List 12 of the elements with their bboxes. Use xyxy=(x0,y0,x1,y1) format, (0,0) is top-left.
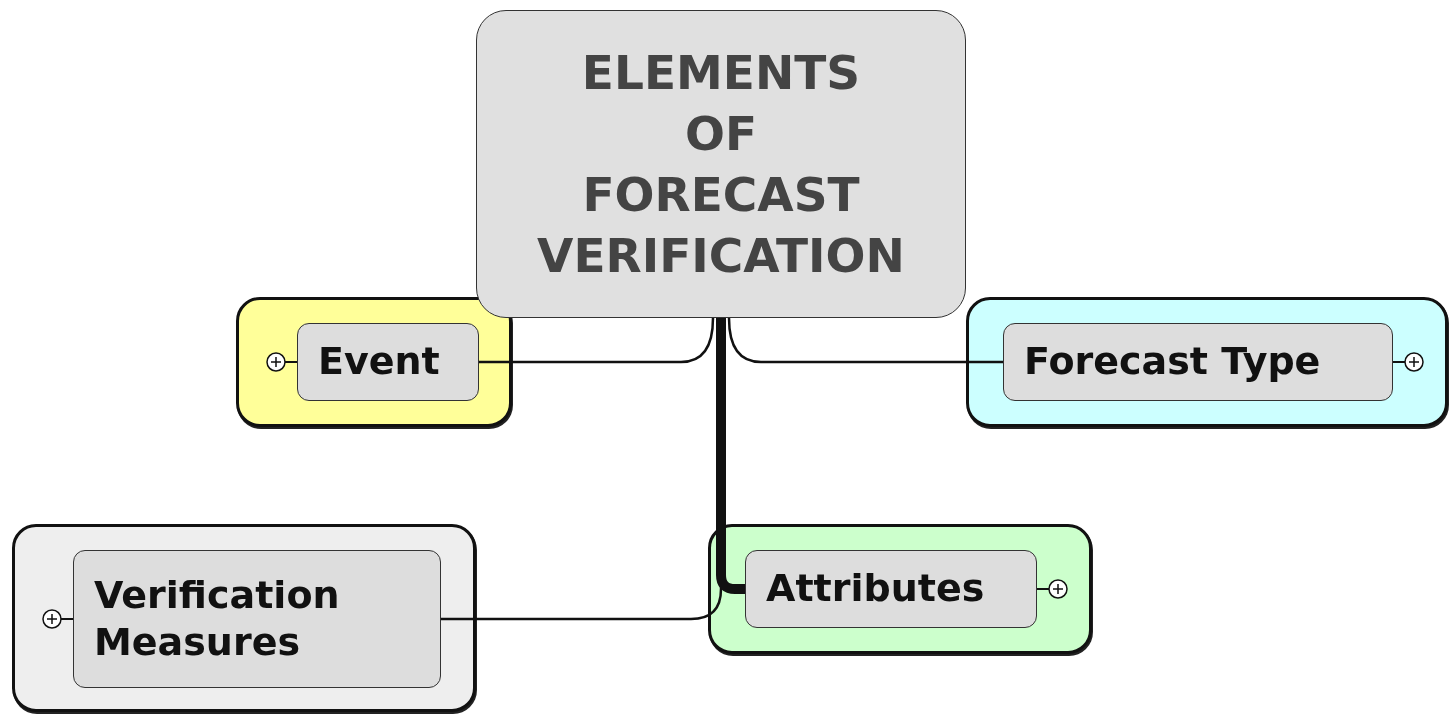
group-frame xyxy=(236,297,512,427)
topic-box: Attributes xyxy=(745,550,1037,628)
connector-line xyxy=(716,318,745,594)
group-frame xyxy=(708,524,1092,654)
central-topic: ELEMENTS OF FORECAST VERIFICATION xyxy=(476,10,966,318)
topic-box: Forecast Type xyxy=(1003,323,1393,401)
group-frame xyxy=(12,524,476,712)
group-frame xyxy=(966,297,1448,427)
topic-box: Verification Measures xyxy=(73,550,441,688)
connector-line xyxy=(727,317,1003,364)
topic-box: Event xyxy=(297,323,479,401)
connector-line xyxy=(479,317,715,364)
